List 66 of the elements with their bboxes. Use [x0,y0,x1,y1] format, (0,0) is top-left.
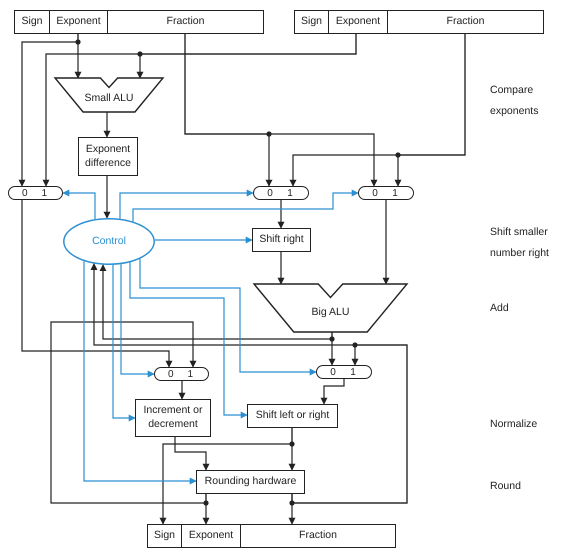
mux-input-label: 0 [372,186,378,200]
mux-input-label: 1 [41,186,48,200]
arrow [18,34,79,187]
arrow [119,190,254,219]
mux-input-label: 1 [187,368,194,380]
arrow [202,494,210,525]
stage-label: Round [490,479,522,494]
register-field: Sign [294,10,329,34]
arrow [120,264,155,378]
arrow [278,252,284,285]
mux-input-label: 0 [22,186,28,200]
process-box: Increment or decrement [135,399,211,437]
alu-label: Small ALU [84,92,134,106]
arrow [184,34,378,187]
register-field: Exponent [181,524,241,548]
mux-input-label: 1 [350,366,356,378]
arrow [21,200,172,368]
arrow [104,176,110,219]
arrow [160,428,293,525]
alu-label: Big ALU [312,306,350,320]
arrow [154,236,253,244]
arrow [112,264,136,422]
alu-trapezoid [254,284,407,332]
arrow [42,34,357,187]
mux-input-label: 0 [267,186,273,200]
multiplexer [358,186,414,200]
multiplexer [253,186,309,200]
register-field: Fraction [107,10,264,34]
arrow [104,112,110,138]
register-field: Sign [147,524,182,548]
stage-label: Normalize [490,417,538,432]
stage-label: Shift smaller number right [490,225,550,261]
register-field: Fraction [240,524,396,548]
multiplexer [8,186,63,200]
arrow [320,379,345,405]
stage-label: Compare exponents [490,83,540,119]
arrow [129,262,248,418]
arrow [288,494,296,525]
arrow [382,200,390,285]
arrow [62,190,96,220]
arrow [278,200,284,229]
register-field: Exponent [49,10,108,34]
arrow [394,34,466,187]
register-field: Exponent [328,10,388,34]
stage-label: Add [490,301,510,316]
process-box: Shift right [252,228,311,252]
arrow [174,437,210,471]
process-box: Shift left or right [247,404,338,428]
alu-trapezoid [55,78,163,112]
mux-input-label: 1 [392,186,398,200]
mux-input-label: 1 [287,186,293,200]
process-box: Rounding hardware [196,470,305,494]
control-ellipse [63,218,155,265]
arrow [178,381,186,400]
mux-input-label: 0 [168,368,174,380]
control-label: Control [92,234,126,248]
arrow [100,264,333,340]
register-field: Fraction [387,10,544,34]
register-field: Sign [14,10,50,34]
arrow [132,190,359,222]
mux-input-label: 0 [330,366,336,378]
multiplexer [316,365,372,379]
process-box: Exponent difference [78,137,138,176]
multiplexer [154,367,209,381]
arrow [139,258,317,376]
arrow [83,261,197,484]
